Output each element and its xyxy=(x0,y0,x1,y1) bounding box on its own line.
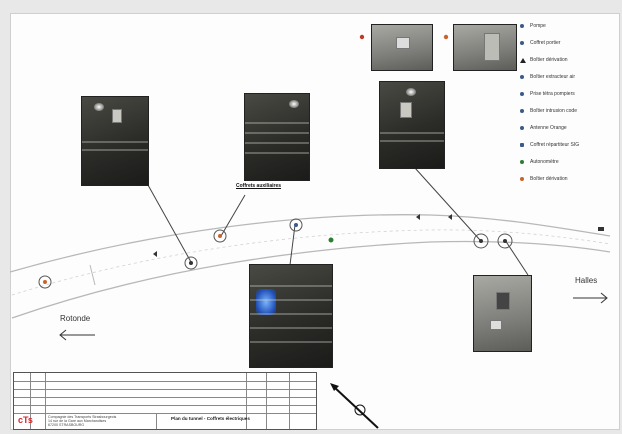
swatch-red xyxy=(359,34,365,40)
photo-coffret-5 xyxy=(473,275,532,352)
title-block-subtext: Compagnie des Transports Strasbourgeois xyxy=(48,415,117,419)
title-block-subtext: 14 rue de la Gare aux Marchandises xyxy=(48,419,107,423)
leader-line xyxy=(289,224,296,266)
north-arrow-icon xyxy=(330,383,379,429)
legend-symbol-icon xyxy=(520,41,524,45)
legend-symbol-icon xyxy=(520,177,524,181)
leader-line xyxy=(504,239,529,276)
legend: Pompe Coffret portier Boîtier dérivation… xyxy=(520,22,615,192)
equipment-marker xyxy=(184,256,198,270)
legend-item: Prise tétra pompiers xyxy=(520,90,615,107)
equipment-marker-dot xyxy=(189,261,193,265)
equipment-marker-dot xyxy=(218,234,222,238)
equipment-marker-dot xyxy=(43,280,47,284)
equipment-marker xyxy=(289,218,303,232)
photo-small-1 xyxy=(371,24,433,71)
legend-item: Boîtier extracteur air xyxy=(520,73,615,90)
photo-coffret-2 xyxy=(244,93,310,181)
legend-symbol-icon xyxy=(520,143,524,147)
photo-coffret-1 xyxy=(81,96,149,186)
equipment-marker xyxy=(473,233,489,249)
photo-coffret-3 xyxy=(379,81,445,169)
legend-item: Boîtier intrusion code xyxy=(520,107,615,124)
derivation-marker xyxy=(153,251,157,257)
legend-item: Pompe xyxy=(520,22,615,39)
legend-symbol-icon xyxy=(520,109,524,113)
title-block: cTs Compagnie des Transports Strasbourge… xyxy=(13,372,317,430)
swatch-orange xyxy=(443,34,449,40)
coffret-marker xyxy=(598,227,604,231)
derivation-marker xyxy=(448,214,452,220)
legend-item: Coffret portier xyxy=(520,39,615,56)
direction-label-halles: Halles xyxy=(575,276,598,285)
legend-item: Coffret répartiteur SIG xyxy=(520,141,615,158)
arrow-right-icon xyxy=(573,292,608,304)
tunnel-centerline xyxy=(11,229,611,296)
equipment-marker-dot xyxy=(479,239,483,243)
legend-item: Autonomètre xyxy=(520,158,615,175)
legend-symbol-icon xyxy=(520,126,524,130)
equipment-marker xyxy=(213,229,227,243)
title-block-subtext: 67200 STRASBOURG xyxy=(48,423,85,427)
equipment-marker-dot xyxy=(503,239,507,243)
equipment-marker-dot xyxy=(294,223,298,227)
tunnel-wall-lower xyxy=(11,240,611,319)
tunnel-section-mark xyxy=(89,264,96,286)
equipment-marker xyxy=(38,275,52,289)
legend-item: Boîtier dérivation xyxy=(520,56,615,73)
legend-symbol-icon xyxy=(520,160,524,164)
derivation-marker xyxy=(416,214,420,220)
photo-caption: Coffrets auxiliaires xyxy=(236,183,282,189)
direction-label-rotonde: Rotonde xyxy=(60,314,91,323)
arrow-left-icon xyxy=(59,329,95,341)
legend-symbol-icon xyxy=(520,75,524,79)
photo-small-2 xyxy=(453,24,517,71)
legend-item: Antenne Orange xyxy=(520,124,615,141)
drawing-title: Plan du tunnel - Coffrets électriques xyxy=(171,416,250,421)
legend-symbol-icon xyxy=(520,24,524,28)
photo-coffret-4 xyxy=(249,264,333,368)
equipment-marker xyxy=(497,233,513,249)
leader-line xyxy=(414,167,481,241)
legend-symbol-icon xyxy=(520,58,526,63)
legend-item: Boîtier dérivation xyxy=(520,175,615,192)
autonometre-marker xyxy=(328,237,334,243)
leader-line xyxy=(147,184,192,263)
legend-symbol-icon xyxy=(520,92,524,96)
tunnel-wall-upper xyxy=(9,214,611,273)
company-logo: cTs xyxy=(18,415,33,425)
leader-line xyxy=(220,194,246,237)
